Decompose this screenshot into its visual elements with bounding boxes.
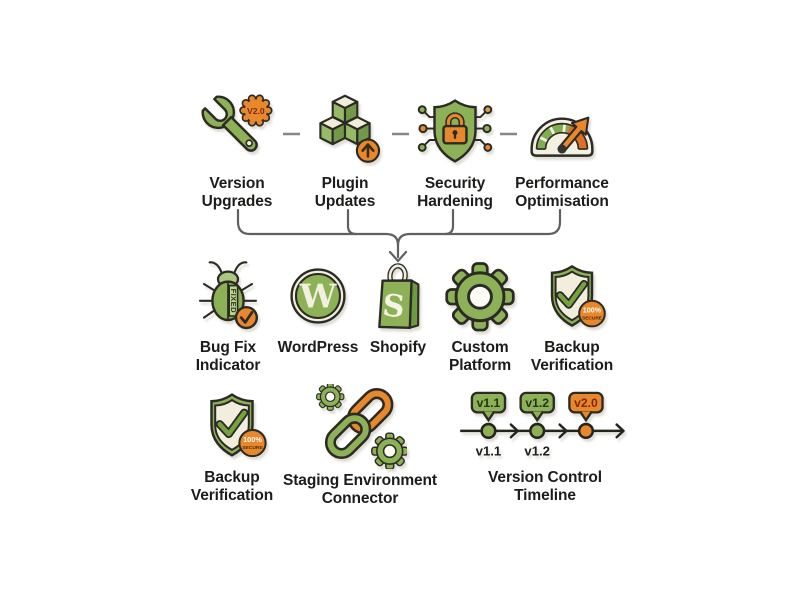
- svg-text:100%: 100%: [583, 305, 602, 314]
- plugin-updates-label: Plugin Updates: [314, 175, 376, 210]
- gear-icon: [371, 432, 407, 469]
- timeline-axis-label: v1.2: [524, 443, 550, 458]
- custom-platform-label: Custom Platform: [448, 339, 512, 374]
- timeline-tag-v20: v2.0: [568, 391, 604, 423]
- performance-optimisation-label: Performance Optimisation: [515, 175, 609, 210]
- performance-optimisation-item: Performance Optimisation: [502, 90, 622, 211]
- wordpress-icon: W: [290, 268, 346, 324]
- wordpress-letter: W: [299, 277, 338, 316]
- check-icon: [557, 281, 587, 307]
- secure-badge: 100% SECURE: [578, 299, 606, 328]
- check-icon: [239, 311, 254, 324]
- up-arrow-icon: [361, 143, 375, 152]
- backup-verification-item-2: 100% SECURE Backup Verification: [172, 384, 292, 505]
- svg-text:100%: 100%: [243, 435, 262, 444]
- security-hardening-icon: [417, 99, 493, 163]
- merge-bracket-arrow: [236, 208, 562, 263]
- timeline-dot: [577, 422, 595, 439]
- timeline-dot: [529, 422, 546, 439]
- version-upgrades-label: Version Upgrades: [201, 175, 273, 210]
- fixed-badge-text: FIXED: [229, 289, 238, 313]
- version-upgrades-item: V2.0 Version Upgrades: [177, 90, 297, 211]
- secure-badge: 100% SECURE: [238, 428, 267, 458]
- backup-verification-icon: 100% SECURE: [210, 393, 267, 458]
- bug-fix-label: Bug Fix Indicator: [195, 339, 261, 374]
- backup-verification-item: 100% SECURE Backup Verification: [512, 256, 632, 375]
- svg-text:v1.2: v1.2: [525, 396, 549, 410]
- timeline-axis-label: v1.1: [476, 443, 502, 458]
- plugin-updates-icon: [319, 94, 381, 163]
- version-upgrades-icon: V2.0: [201, 94, 273, 152]
- custom-platform-icon: [445, 262, 515, 332]
- svg-text:SECURE: SECURE: [582, 316, 603, 322]
- custom-platform-item: Custom Platform: [420, 256, 540, 375]
- timeline-tag-v12: v1.2: [519, 391, 555, 423]
- backup-verification-icon: 100% SECURE: [550, 265, 606, 328]
- staging-connector-label: Staging Environment Connector: [283, 472, 437, 507]
- wordpress-label: WordPress: [277, 339, 359, 356]
- bug-fix-icon: FIXED: [198, 261, 258, 330]
- version-timeline-icon: v1.1 v1.2 v2.0 v1.1 v1.2: [460, 391, 625, 458]
- backup-verification-label: Backup Verification: [530, 339, 614, 374]
- gauge-needle-arrow: [558, 116, 590, 153]
- gauge-ring-outline: [535, 122, 589, 150]
- circuit-nodes: [417, 105, 493, 152]
- shopify-icon: S: [378, 263, 420, 329]
- check-badge: [234, 306, 258, 330]
- shopify-item: S Shopify: [338, 256, 458, 357]
- v2-badge-text: V2.0: [247, 106, 265, 116]
- gear-icon: [316, 384, 345, 411]
- cubes-icon: [319, 94, 371, 146]
- svg-text:SECURE: SECURE: [242, 445, 263, 451]
- version-timeline-label: Version Control Timeline: [488, 469, 602, 504]
- chain-link-green: [324, 412, 372, 460]
- plugin-updates-item: Plugin Updates: [285, 90, 405, 211]
- shopify-letter: S: [381, 287, 407, 325]
- svg-text:v1.1: v1.1: [477, 396, 501, 410]
- svg-text:v2.0: v2.0: [574, 396, 598, 410]
- timeline-dot: [480, 422, 497, 439]
- wrench-icon: [201, 95, 258, 152]
- check-icon: [217, 410, 247, 437]
- staging-connector-icon: [316, 384, 407, 469]
- gear-icon: [445, 262, 515, 332]
- chain-link-orange: [347, 388, 394, 435]
- lock-icon: [442, 112, 468, 145]
- wordpress-item: W WordPress: [258, 256, 378, 357]
- security-hardening-label: Security Hardening: [417, 175, 493, 210]
- bug-fix-item: FIXED Bug Fix Indicator: [168, 256, 288, 375]
- version-timeline-item: v1.1 v1.2 v2.0 v1.1 v1.2 Version Control…: [453, 388, 637, 505]
- update-arrow-badge: [355, 138, 381, 163]
- timeline-arrows: [509, 423, 625, 439]
- v2-badge: V2.0: [239, 94, 273, 127]
- security-hardening-item: Security Hardening: [395, 90, 515, 211]
- timeline-tag-v11: v1.1: [470, 391, 507, 423]
- backup-verification-label-2: Backup Verification: [190, 469, 274, 504]
- staging-connector-item: Staging Environment Connector: [270, 384, 450, 508]
- shopify-label: Shopify: [369, 339, 427, 356]
- performance-optimisation-icon: [530, 116, 594, 157]
